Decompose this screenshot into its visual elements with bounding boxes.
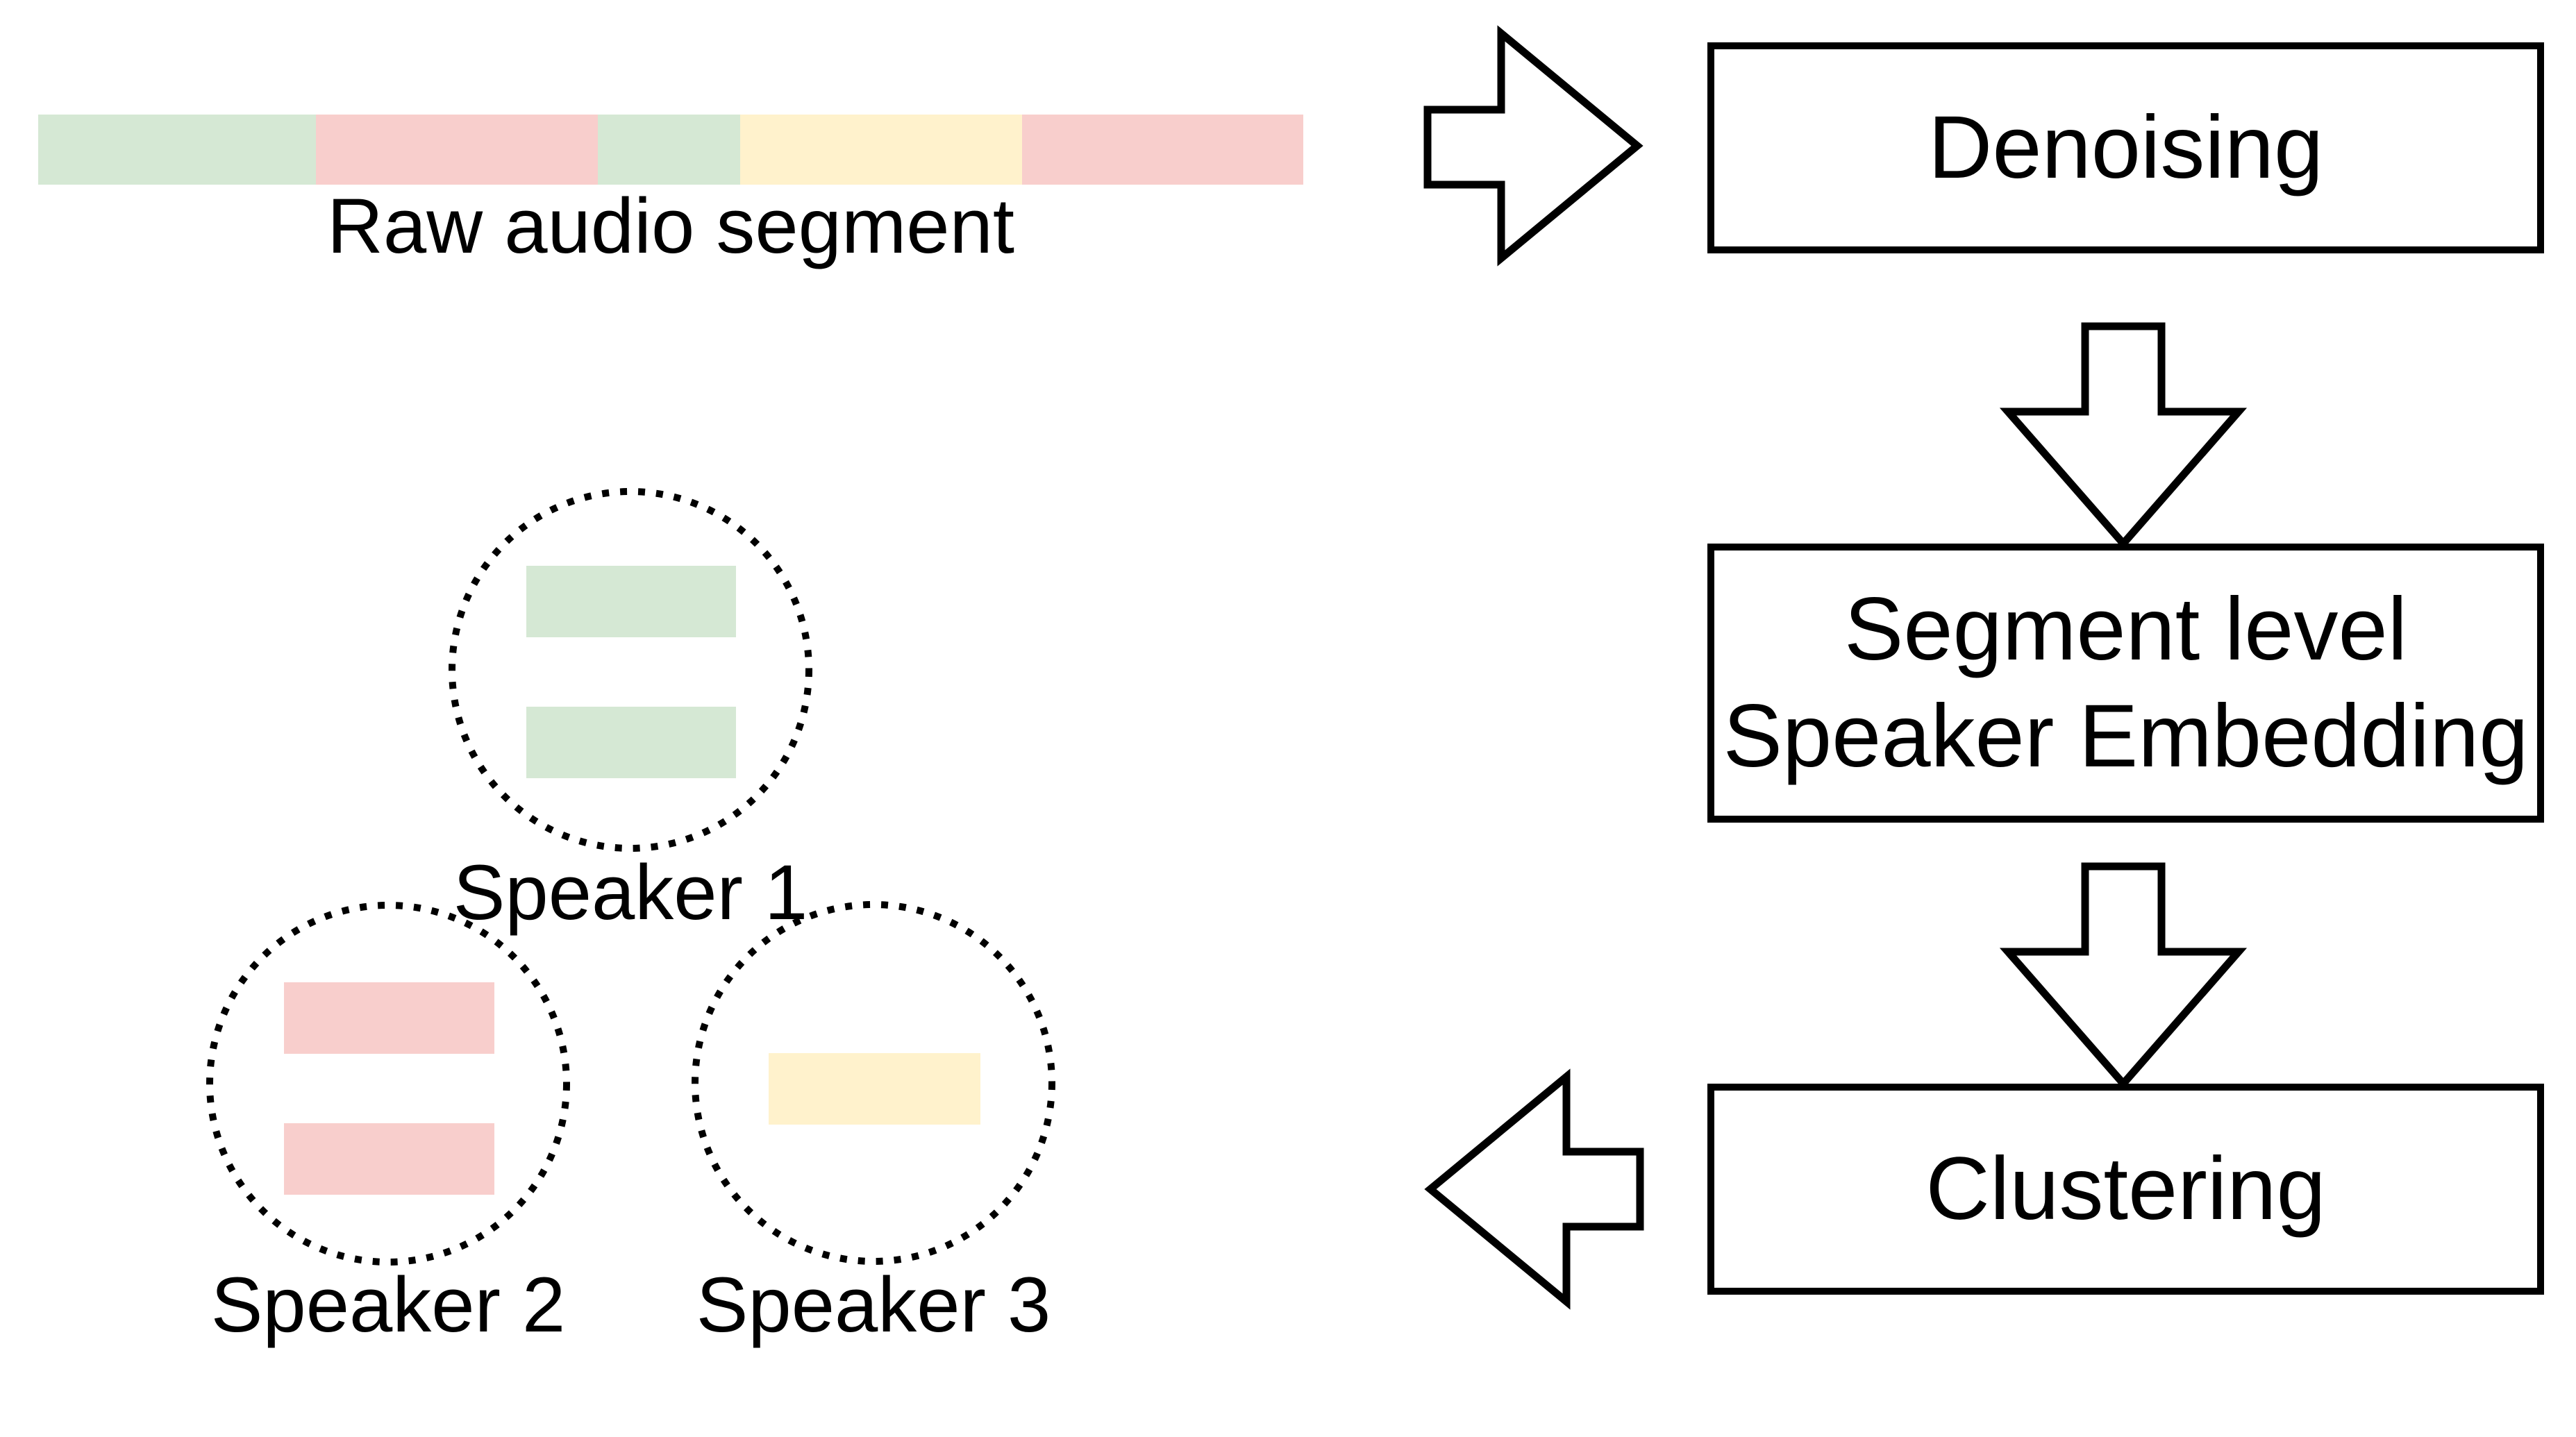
speaker-2-label: Speaker 2: [210, 1261, 566, 1348]
audio-segment-speaker-3: [740, 115, 1022, 185]
cluster-bar: [284, 982, 494, 1054]
audio-segment-speaker-1: [38, 115, 317, 185]
speaker-3-cluster-bars: [769, 1053, 980, 1125]
cluster-bar: [769, 1053, 980, 1125]
block-arrow-down-icon: [1999, 862, 2248, 1090]
raw-audio-segment-label: Raw audio segment: [327, 183, 1014, 269]
clustering-box-label: Clustering: [1925, 1139, 2326, 1239]
denoising-box: Denoising: [1707, 42, 2544, 253]
segment-level-speaker-embedding-box: Segment level Speaker Embedding: [1707, 544, 2544, 823]
cluster-bar: [526, 566, 736, 637]
speaker-2-cluster-circle: [206, 902, 570, 1266]
segment-level-speaker-embedding-box-label: Segment level Speaker Embedding: [1723, 580, 2529, 786]
speaker-3-cluster-circle: [692, 901, 1055, 1265]
raw-audio-segment-bar: [38, 115, 1303, 185]
denoising-box-label: Denoising: [1927, 98, 2324, 198]
audio-segment-speaker-1: [597, 115, 741, 185]
speaker-1-cluster-circle: [449, 488, 812, 852]
cluster-bar: [284, 1123, 494, 1195]
speaker-1-label: Speaker 1: [453, 849, 808, 936]
block-arrow-left-icon: [1424, 1068, 1644, 1310]
audio-segment-speaker-2: [316, 115, 598, 185]
speaker-2-cluster-bars: [284, 982, 494, 1195]
cluster-bar: [526, 707, 736, 778]
clustering-box: Clustering: [1707, 1084, 2544, 1295]
block-arrow-right-icon: [1423, 25, 1644, 267]
speaker-3-label: Speaker 3: [696, 1261, 1051, 1348]
speaker-1-cluster-bars: [526, 566, 736, 778]
audio-segment-speaker-2: [1021, 115, 1303, 185]
block-arrow-down-icon: [1999, 322, 2248, 550]
